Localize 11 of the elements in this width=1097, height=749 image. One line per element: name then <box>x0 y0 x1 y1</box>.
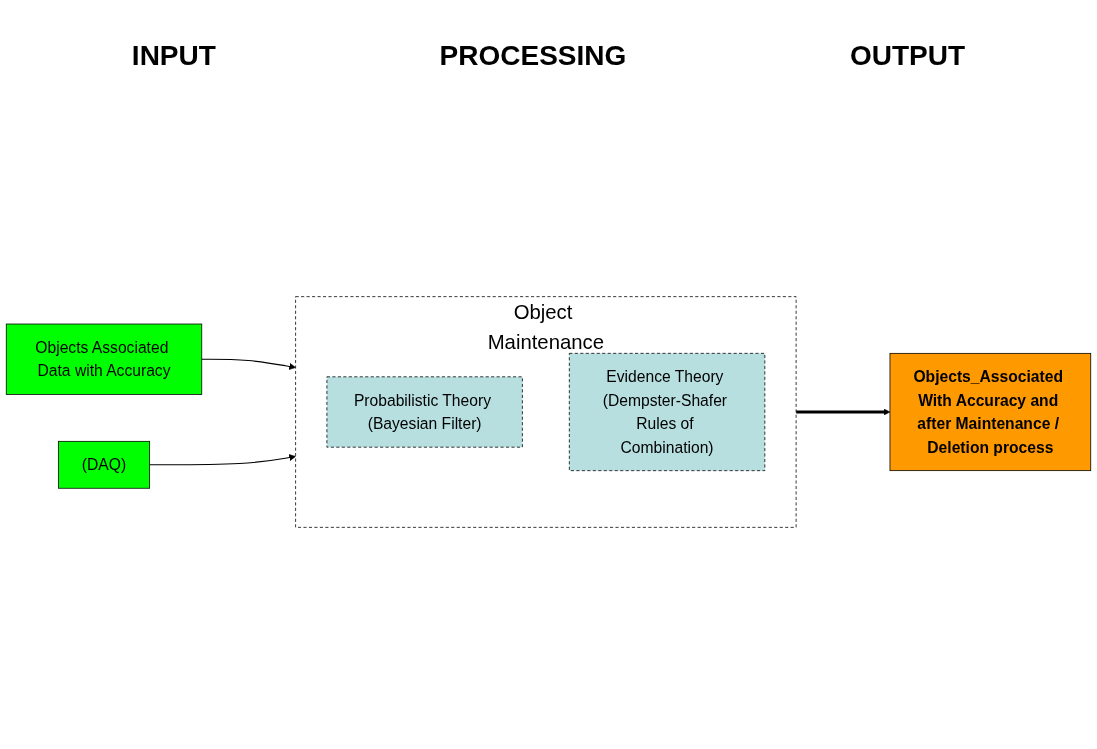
column-heading: INPUT <box>131 40 216 72</box>
arrow <box>149 454 296 466</box>
node-box: Objects_Associated With Accuracy and after Maintenance / Deletion process <box>889 352 1092 472</box>
node-box: Objects Associated Data with Accuracy <box>5 323 203 395</box>
column-heading: OUTPUT <box>850 40 966 72</box>
arrow <box>796 408 891 416</box>
arrow <box>201 358 296 370</box>
node-box: (DAQ) <box>58 440 150 489</box>
node-box: Probabilistic Theory (Bayesian Filter) <box>326 376 523 448</box>
node-box: Evidence Theory (Dempster-Shafer Rules of Combination) <box>568 352 766 472</box>
column-heading: PROCESSING <box>439 40 627 72</box>
